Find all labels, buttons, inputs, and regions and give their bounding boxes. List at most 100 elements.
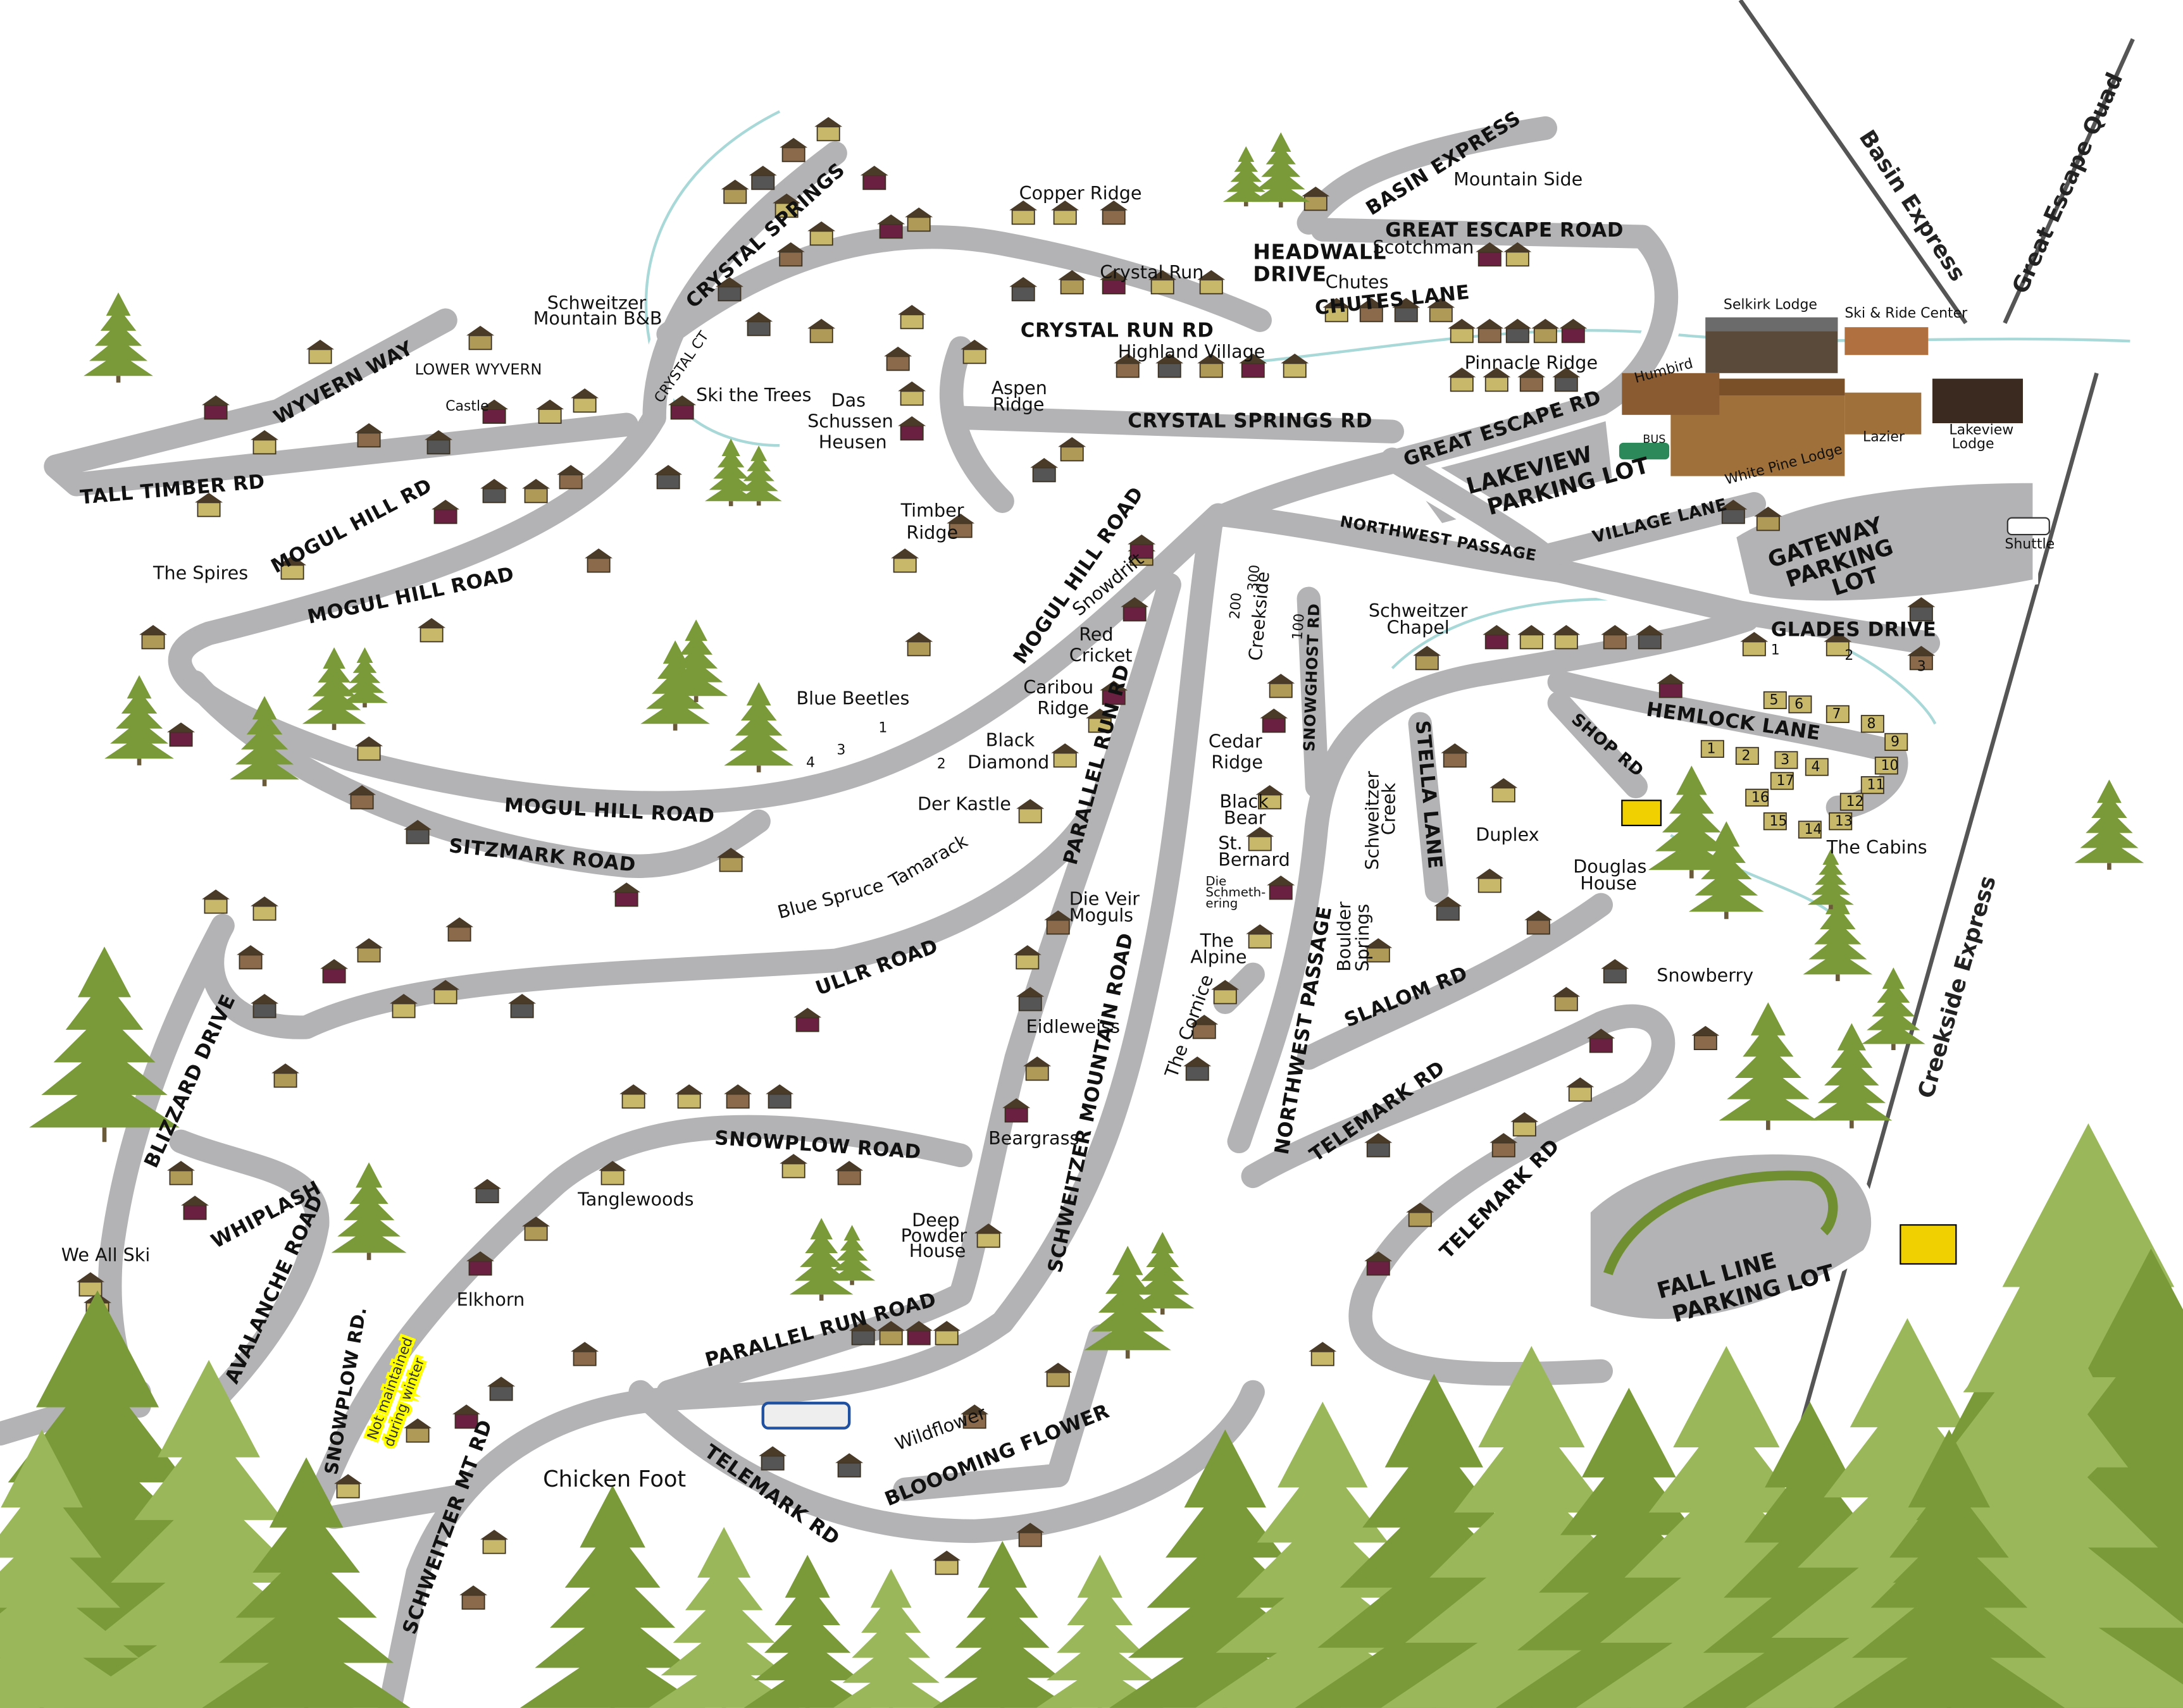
cabin-number: 12 [1846, 794, 1864, 810]
road [308, 1115, 973, 1509]
place-label: Tanglewoods [577, 1189, 694, 1210]
building [849, 1321, 878, 1346]
place-label: Springs [1352, 904, 1373, 972]
building [675, 1084, 704, 1109]
building [835, 1161, 864, 1185]
tree-icon [1807, 849, 1854, 910]
place-label: Cedar [1209, 731, 1262, 752]
tree-icon [302, 647, 366, 730]
building [721, 179, 749, 204]
road [1213, 218, 1679, 527]
building [1476, 242, 1504, 267]
building [1364, 1251, 1393, 1276]
tree-icon [0, 1429, 158, 1708]
road [1519, 492, 1767, 572]
building [480, 479, 509, 504]
cabin [1763, 812, 1787, 831]
place-label: Scotchman [1372, 237, 1474, 258]
building [749, 165, 777, 190]
building [404, 820, 432, 845]
building [522, 479, 550, 504]
building [480, 1530, 509, 1554]
village-lodges [761, 317, 2050, 1430]
building [898, 381, 926, 406]
building [202, 395, 230, 420]
road [169, 1129, 330, 1418]
building [1413, 646, 1441, 671]
road [656, 572, 1181, 1404]
building [271, 1063, 300, 1088]
road [1380, 447, 1557, 569]
building [1754, 507, 1782, 531]
building [1239, 354, 1267, 378]
building [1016, 987, 1045, 1012]
place-label: Ridge [1037, 697, 1089, 719]
cabin-number: 9 [1891, 734, 1900, 750]
building [320, 959, 349, 984]
building [1483, 625, 1511, 650]
building [1476, 869, 1504, 893]
building [1190, 1015, 1219, 1039]
building [776, 242, 805, 267]
building [571, 388, 599, 413]
building [1051, 200, 1079, 225]
building [974, 1223, 1003, 1248]
tree-icon [1252, 132, 1310, 207]
cabin-number: 14 [1805, 822, 1822, 838]
cabin-number: 7 [1832, 706, 1841, 722]
place-label: Aspen [992, 377, 1047, 399]
place-label: Creek [1378, 783, 1400, 835]
place-label: The Cabins [1826, 836, 1927, 858]
cabin-number: 11 [1867, 777, 1885, 793]
groomer-icon [1900, 1224, 1957, 1265]
beetle-number: 2 [937, 757, 946, 772]
place-label: Das [831, 390, 866, 411]
cabin [1825, 705, 1850, 723]
building [1246, 827, 1274, 851]
cabin [1829, 812, 1853, 831]
building [167, 722, 196, 747]
cabin [1763, 691, 1787, 709]
place-label: Ridge [993, 393, 1045, 415]
building [1016, 799, 1045, 824]
building [780, 137, 808, 163]
tree-icon [1648, 765, 1735, 879]
ski-ride-center-building [1844, 327, 1929, 356]
building [1490, 778, 1518, 803]
building [1267, 674, 1295, 698]
building [793, 1008, 822, 1032]
place-label: Blue Beetles [797, 687, 910, 709]
place-label: Lodge [1952, 436, 1994, 452]
building [1246, 924, 1274, 949]
building [905, 632, 933, 657]
road [378, 510, 1223, 1708]
building [766, 1084, 794, 1109]
building [1302, 186, 1330, 211]
building [947, 514, 975, 538]
building [237, 945, 265, 970]
building [1559, 319, 1588, 343]
building [167, 1161, 196, 1185]
building [1448, 368, 1476, 392]
tree-icon [735, 445, 782, 506]
place-label: Timber [900, 499, 964, 521]
place-label: Ridge [906, 522, 958, 543]
building [1719, 500, 1748, 524]
building [1044, 1363, 1073, 1387]
cabin [1770, 772, 1794, 790]
building [668, 395, 697, 420]
humbird-building [1622, 373, 1720, 415]
building [1636, 625, 1664, 650]
building [1476, 319, 1504, 343]
tree-icon [29, 946, 180, 1142]
building [717, 848, 745, 872]
place-label: Der Kastle [917, 793, 1011, 815]
cabin-number: 3 [1781, 752, 1789, 768]
building [445, 917, 474, 942]
road [322, 1484, 471, 1530]
road [1297, 893, 1613, 1070]
place-label: We All Ski [61, 1244, 150, 1266]
cabin-number: 6 [1794, 696, 1803, 712]
place-label: Mountain B&B [533, 307, 662, 329]
